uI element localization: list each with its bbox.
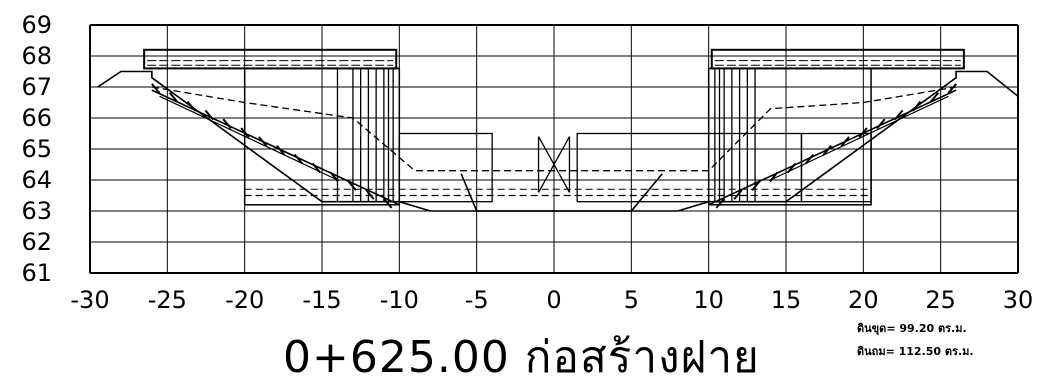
left-slope-stone [365, 189, 375, 200]
y-tick-label: 62 [21, 228, 52, 256]
right-slope-inner [770, 95, 949, 181]
right-apron-box [576, 132, 803, 203]
x-tick-labels: -30 -25 -20 -15 -10 -5 0 5 10 15 20 25 30 [70, 286, 1033, 314]
right-slope-stone [733, 189, 743, 200]
right-slope-stone [804, 153, 815, 165]
left-slope-stone [329, 171, 339, 183]
y-tick-label: 66 [21, 104, 52, 132]
weir-structure [97, 48, 1019, 212]
left-slope-stone [347, 180, 357, 191]
right-slope-stone [787, 162, 797, 174]
left-slope-inner [159, 95, 338, 181]
left-slope-stone [311, 162, 321, 174]
existing-ground-line [151, 86, 957, 172]
x-tick-label: -25 [148, 286, 187, 314]
y-tick-label: 63 [21, 197, 52, 225]
right-slope-stone [840, 136, 850, 147]
right-slope-stone [929, 92, 940, 103]
y-tick-label: 69 [21, 11, 52, 39]
right-slope-stone [894, 109, 904, 121]
cut-volume: ดินขุด= 99.20 ตร.ม. [857, 322, 967, 335]
station-title: 0+625.00 ก่อสร้างฝาย [283, 332, 760, 383]
left-slope-stone [276, 145, 286, 156]
left-slope-stone [258, 136, 268, 147]
x-tick-label: -30 [70, 286, 109, 314]
x-tick-label: -10 [380, 286, 419, 314]
left-slope-stone [240, 127, 250, 138]
right-slope-stone [769, 171, 779, 183]
x-tick-label: 30 [1003, 286, 1034, 314]
y-tick-label: 65 [21, 135, 52, 163]
right-slope-stone [947, 83, 957, 94]
x-tick-label: -20 [225, 286, 264, 314]
y-tick-label: 67 [21, 73, 52, 101]
x-tick-label: 25 [925, 286, 956, 314]
right-riprap-box [707, 67, 872, 206]
left-slope-stone [293, 153, 304, 165]
right-slope-stone [751, 180, 761, 191]
y-tick-label: 61 [21, 259, 52, 287]
right-slope-stone [858, 127, 868, 138]
x-tick-label: 0 [546, 286, 561, 314]
right-slope-line [708, 89, 957, 206]
channel-bed-line [460, 173, 663, 212]
grid [89, 24, 1019, 274]
x-tick-label: 10 [693, 286, 724, 314]
x-tick-label: -15 [302, 286, 341, 314]
crest-cross-b [537, 136, 571, 193]
right-slope-stone [715, 197, 725, 209]
left-slope-stone [186, 100, 197, 112]
left-slope-stone [383, 197, 393, 209]
volume-notes: ดินขุด= 99.20 ตร.ม. ดินถม= 112.50 ตร.ม. [857, 317, 974, 363]
left-apron-box [398, 132, 493, 203]
left-slope-stone [222, 118, 232, 130]
x-tick-label: -5 [465, 286, 489, 314]
x-tick-label: 5 [624, 286, 639, 314]
left-slope-stone [204, 109, 214, 121]
left-slope-stone [151, 83, 161, 94]
design-profile-line [97, 70, 1019, 212]
right-outer-box [800, 132, 872, 203]
y-tick-label: 64 [21, 166, 52, 194]
right-slope-stone [876, 118, 886, 130]
x-tick-label: 15 [771, 286, 802, 314]
cross-section-drawing: -30 -25 -20 -15 -10 -5 0 5 10 15 20 25 30 69 68 67 66 65… [21, 11, 1033, 314]
x-tick-label: 20 [848, 286, 879, 314]
y-tick-label: 68 [21, 42, 52, 70]
right-slope-stone [911, 100, 922, 112]
y-tick-labels: 69 68 67 66 65 64 63 62 61 [21, 11, 52, 287]
right-slope-stone [822, 145, 832, 156]
left-slope-stone [168, 92, 179, 103]
fill-volume: ดินถม= 112.50 ตร.ม. [857, 345, 974, 358]
